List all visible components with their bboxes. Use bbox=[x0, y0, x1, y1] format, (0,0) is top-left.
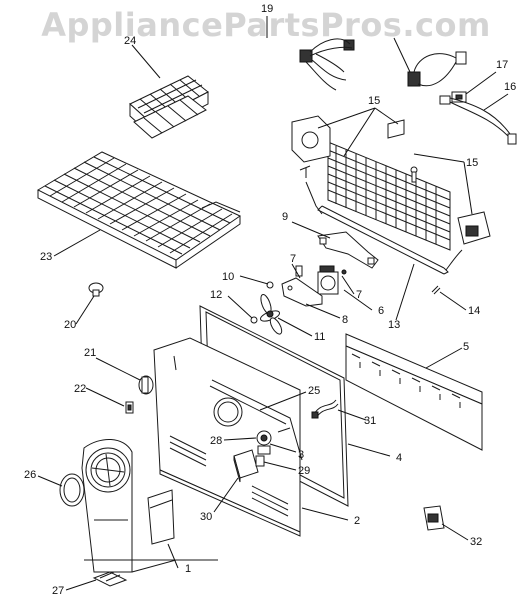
callout-29: 29 bbox=[298, 465, 310, 477]
back-panel-part[interactable] bbox=[153, 337, 301, 537]
callout-16: 16 bbox=[504, 81, 516, 93]
callout-labels: 1 2 3 4 5 6 7 7 8 9 10 11 12 13 14 15 15… bbox=[24, 3, 516, 597]
callout-13: 13 bbox=[388, 319, 400, 331]
rear-channel-part[interactable] bbox=[345, 333, 483, 451]
control-box-part[interactable] bbox=[233, 449, 265, 483]
wire-harness-part[interactable] bbox=[299, 38, 355, 91]
motor-bracket-part[interactable] bbox=[317, 231, 379, 269]
leader-lines bbox=[37, 16, 509, 591]
plug-part[interactable] bbox=[88, 282, 104, 297]
callout-23: 23 bbox=[40, 251, 52, 263]
callout-4: 4 bbox=[396, 452, 402, 464]
callout-14: 14 bbox=[468, 305, 480, 317]
callout-7a: 7 bbox=[290, 253, 296, 265]
thermostat-part[interactable] bbox=[256, 427, 291, 455]
callout-22: 22 bbox=[74, 383, 86, 395]
callout-15b: 15 bbox=[466, 157, 478, 169]
jumper-harness-part[interactable] bbox=[439, 95, 517, 145]
callout-17: 17 bbox=[496, 59, 508, 71]
fan-motor-part[interactable] bbox=[305, 265, 347, 301]
callout-26: 26 bbox=[24, 469, 36, 481]
callout-19: 19 bbox=[261, 3, 273, 15]
callout-30: 30 bbox=[200, 511, 212, 523]
callout-32: 32 bbox=[470, 536, 482, 548]
air-duct-part[interactable] bbox=[81, 439, 218, 573]
callout-25: 25 bbox=[308, 385, 320, 397]
ice-tray-part[interactable] bbox=[129, 75, 209, 139]
fan-blade-part[interactable] bbox=[259, 293, 284, 336]
clip-part[interactable] bbox=[431, 285, 441, 295]
sensor-connector-part[interactable] bbox=[451, 91, 467, 103]
callout-12: 12 bbox=[210, 289, 222, 301]
switch-part[interactable] bbox=[423, 505, 445, 531]
callout-11: 11 bbox=[314, 331, 325, 343]
callout-10: 10 bbox=[222, 271, 234, 283]
callout-15a: 15 bbox=[368, 95, 380, 107]
wire-shelf-part[interactable] bbox=[36, 151, 242, 269]
callout-5: 5 bbox=[463, 341, 469, 353]
insulation-part[interactable] bbox=[209, 379, 303, 461]
defrost-heater-part[interactable] bbox=[317, 205, 463, 275]
evaporator-coil-part[interactable] bbox=[291, 115, 491, 251]
small-clip-part[interactable] bbox=[125, 401, 134, 414]
motor-mount-part[interactable] bbox=[281, 265, 323, 307]
callout-31: 31 bbox=[364, 415, 376, 427]
callout-1: 1 bbox=[185, 563, 191, 575]
knob-part[interactable] bbox=[138, 375, 154, 395]
callout-21: 21 bbox=[84, 347, 96, 359]
defrost-harness-part[interactable] bbox=[407, 51, 467, 87]
callout-8: 8 bbox=[342, 314, 348, 326]
grille-part[interactable] bbox=[92, 571, 128, 587]
callout-7b: 7 bbox=[356, 289, 362, 301]
callout-2: 2 bbox=[354, 515, 360, 527]
panel-wire-part[interactable] bbox=[311, 399, 339, 419]
callout-24: 24 bbox=[124, 35, 136, 47]
callout-27: 27 bbox=[52, 585, 64, 597]
gasket-ring-part[interactable] bbox=[59, 473, 85, 507]
callout-6: 6 bbox=[378, 305, 384, 317]
screw-part[interactable] bbox=[250, 281, 274, 324]
callout-3: 3 bbox=[298, 449, 304, 461]
watermark: AppliancePartsPros.com bbox=[41, 6, 491, 44]
callout-20: 20 bbox=[64, 319, 76, 331]
callout-28: 28 bbox=[210, 435, 222, 447]
callout-9: 9 bbox=[282, 211, 288, 223]
